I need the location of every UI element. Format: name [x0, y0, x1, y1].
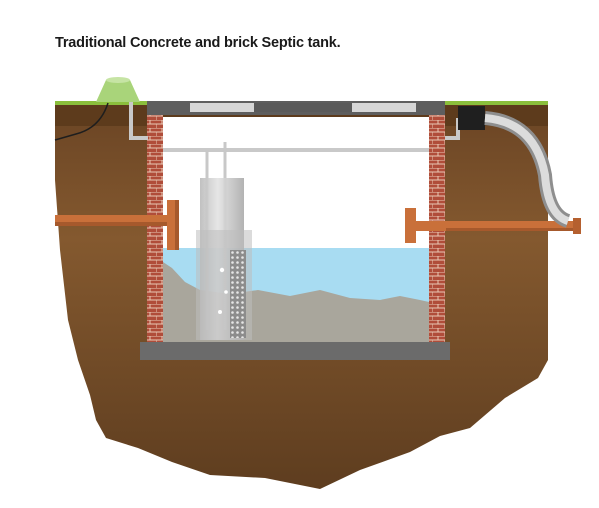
diagram-title: Traditional Concrete and brick Septic ta… — [55, 35, 341, 51]
filter-bubble — [218, 310, 222, 314]
vent-cone — [96, 80, 140, 102]
outlet-coupling — [573, 218, 581, 234]
lid-slab-mid — [254, 103, 352, 112]
left-brick-wall — [147, 115, 163, 342]
filter-bubble — [219, 267, 225, 273]
vent-pipe-left — [129, 102, 148, 140]
outlet-pipe-shade — [446, 228, 581, 231]
vent-cable — [54, 102, 109, 141]
outlet-junction-box — [458, 106, 485, 130]
outlet-pipe — [446, 221, 581, 231]
filter-bubble — [224, 290, 228, 294]
concrete-base — [140, 342, 450, 360]
lid-slab-right — [352, 103, 416, 112]
vent-cone-top — [106, 77, 130, 83]
inlet-pipe-shade — [55, 222, 170, 226]
outlet-pipe-inner — [410, 221, 446, 231]
outlet-flex-pipe-highlight — [484, 114, 570, 225]
filter-mesh — [230, 250, 246, 338]
inlet-tee-shade — [175, 200, 179, 250]
lid-slab-left — [190, 103, 254, 112]
inlet-pipe — [55, 215, 170, 226]
